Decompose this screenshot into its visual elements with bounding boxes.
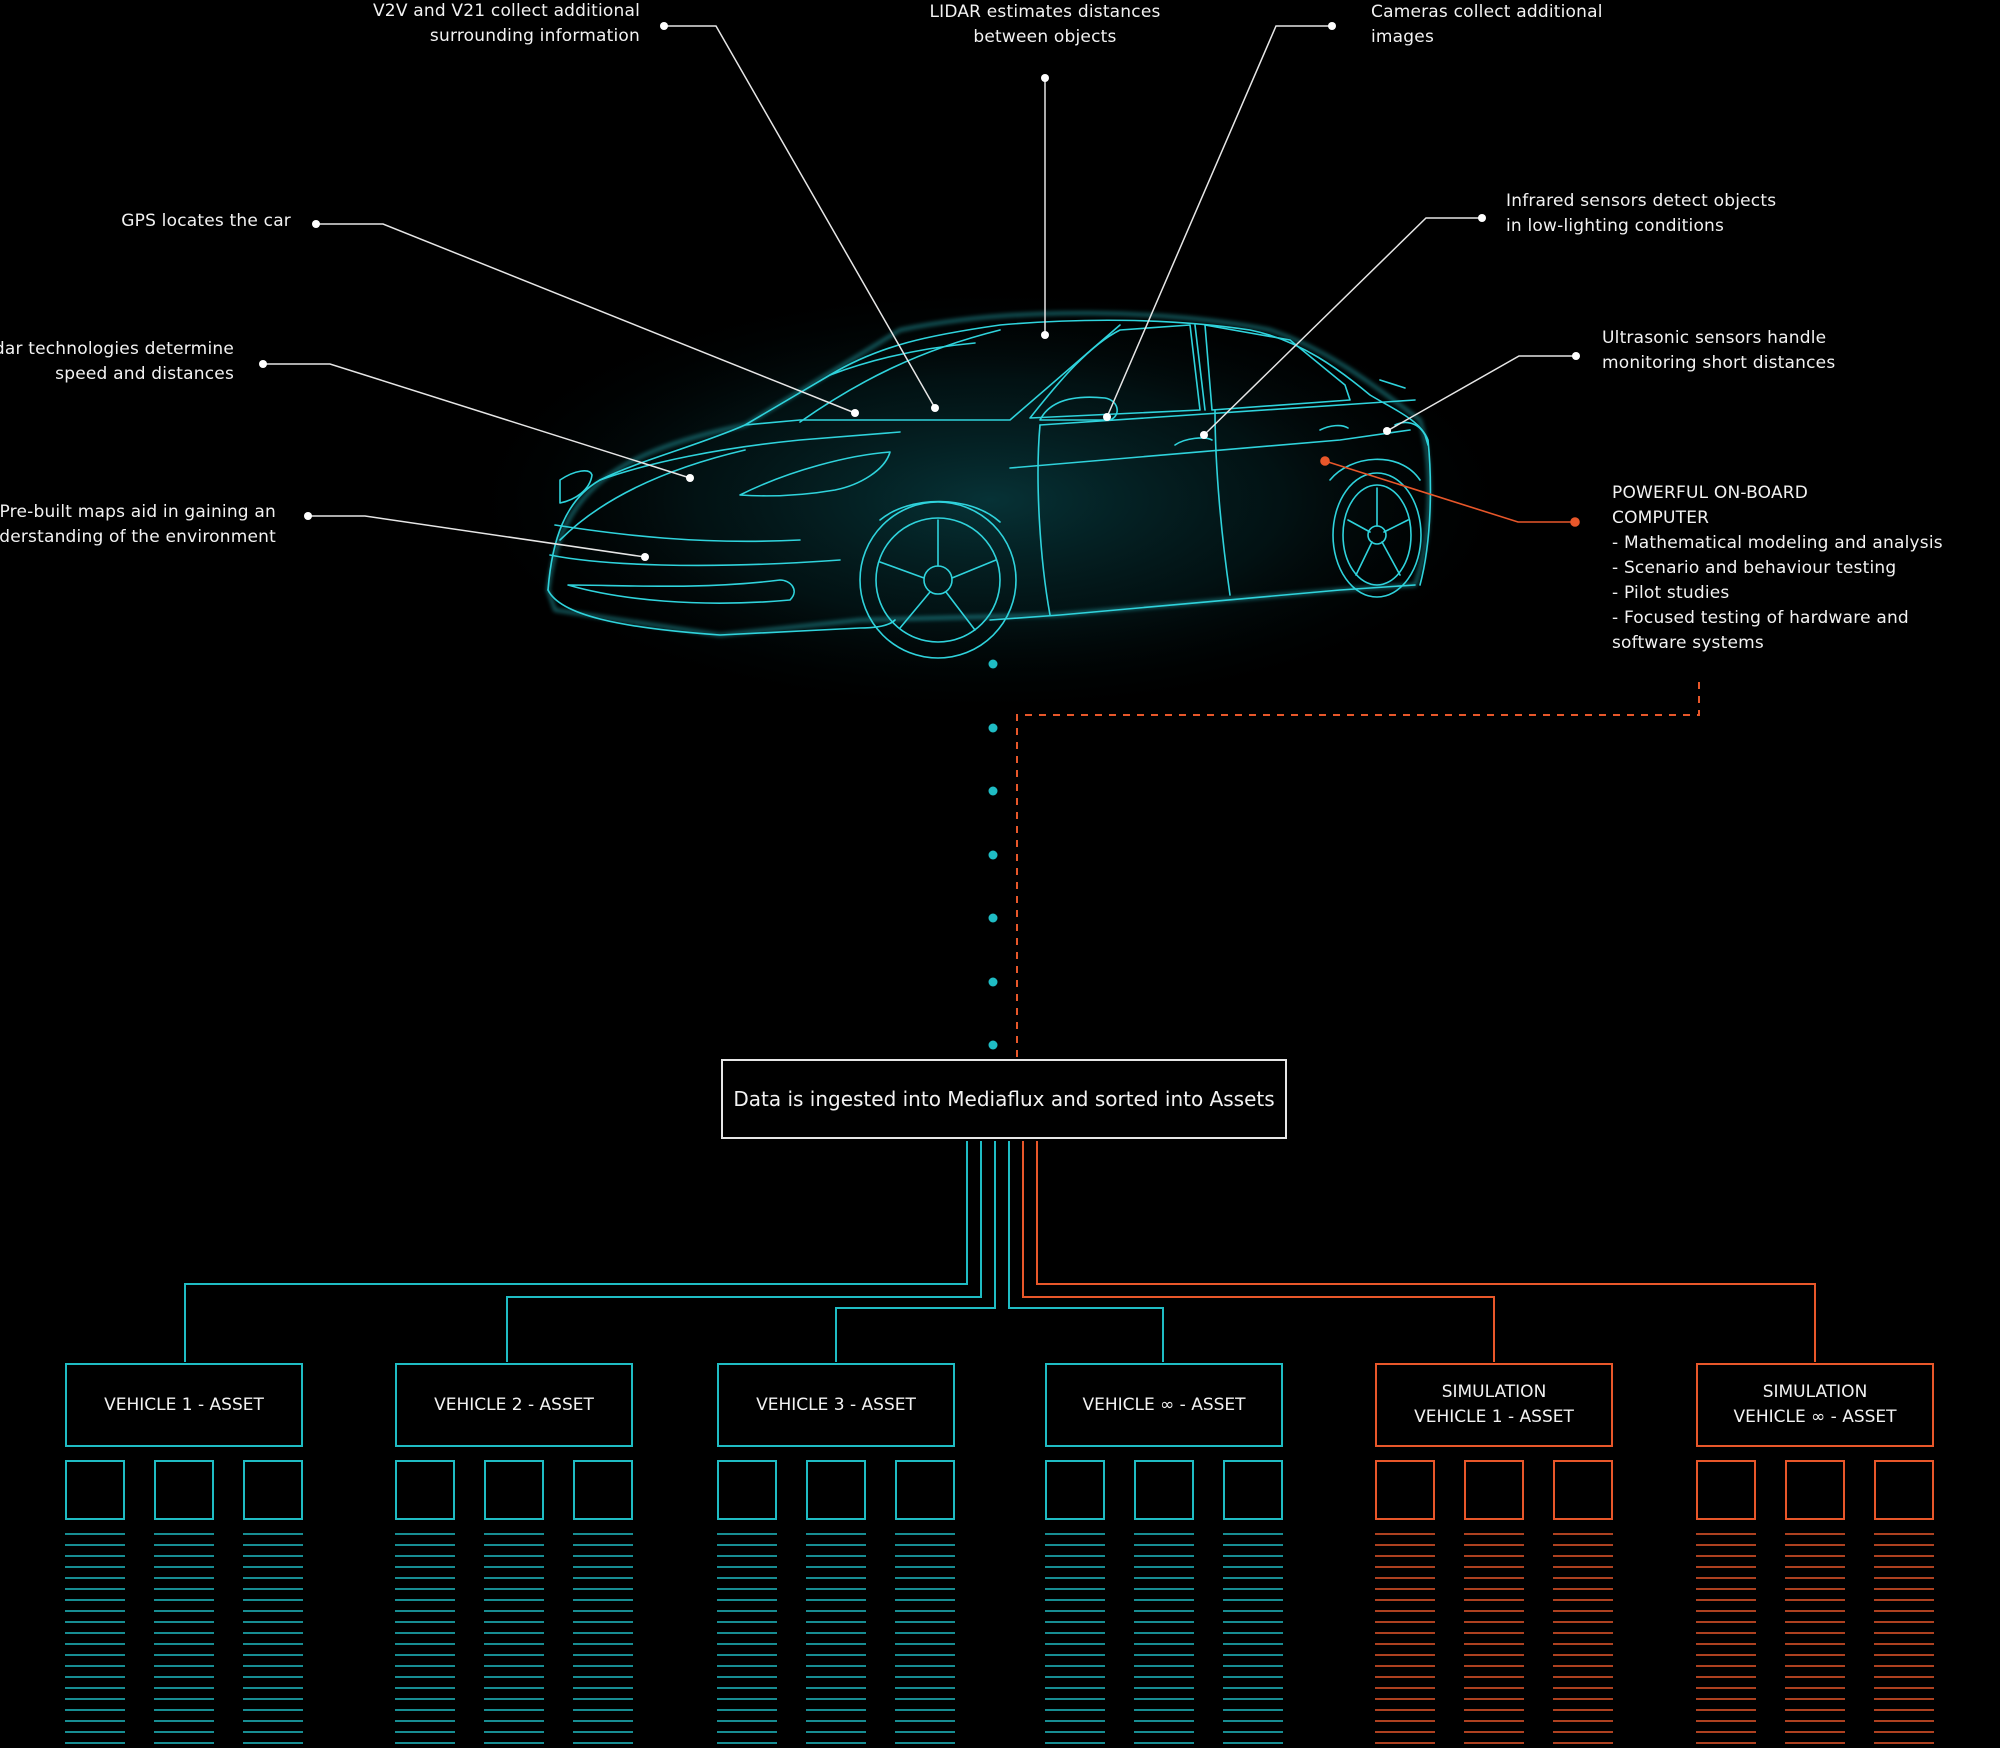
callout-maps-line1: Pre-built maps aid in gaining an	[0, 502, 276, 522]
asset-box-vehicle-3: VEHICLE 3 - ASSET	[717, 1363, 955, 1447]
callout-lidar: LIDAR estimates distances between object…	[895, 0, 1195, 50]
asset-file-square	[1045, 1460, 1105, 1520]
asset-file-square	[1785, 1460, 1845, 1520]
asset-label: VEHICLE 3 - ASSET	[756, 1394, 916, 1415]
asset-connectors	[184, 1141, 1816, 1362]
callout-cameras-line1: Cameras collect additional	[1371, 2, 1603, 22]
asset-label: VEHICLE 1 - ASSET	[104, 1394, 264, 1415]
callout-infrared: Infrared sensors detect objects in low-l…	[1506, 189, 1776, 239]
callout-ultrasonic-line1: Ultrasonic sensors handle	[1602, 328, 1827, 348]
asset-file-square	[395, 1460, 455, 1520]
asset-grids	[65, 1460, 1934, 1744]
asset-box-vehicle-infinity: VEHICLE ∞ - ASSET	[1045, 1363, 1283, 1447]
computer-leader	[1320, 456, 1580, 527]
asset-file-square	[806, 1460, 866, 1520]
asset-file-square	[1553, 1460, 1613, 1520]
callout-gps-line1: GPS locates the car	[121, 211, 291, 231]
asset-label: VEHICLE 1 - ASSET	[1414, 1407, 1574, 1427]
asset-file-square	[1134, 1460, 1194, 1520]
computer-item: - Mathematical modeling and analysis	[1612, 533, 1943, 553]
callout-leaders	[263, 25, 1576, 558]
asset-file-square	[154, 1460, 214, 1520]
computer-item: - Scenario and behaviour testing	[1612, 558, 1897, 578]
callout-ultrasonic: Ultrasonic sensors handle monitoring sho…	[1602, 326, 1835, 376]
callout-cameras-line2: images	[1371, 27, 1435, 47]
asset-file-square	[1696, 1460, 1756, 1520]
callout-lidar-line1: LIDAR estimates distances	[929, 2, 1161, 22]
asset-box-simulation-vehicle-1: SIMULATION VEHICLE 1 - ASSET	[1375, 1363, 1613, 1447]
asset-file-square	[573, 1460, 633, 1520]
asset-label: SIMULATION	[1762, 1382, 1868, 1402]
callout-dots	[259, 22, 1580, 561]
asset-file-square	[243, 1460, 303, 1520]
callout-lidar-line2: between objects	[973, 27, 1117, 47]
callout-v2v-line1: V2V and V21 collect additional	[372, 1, 640, 21]
car-dotted-path	[988, 659, 998, 1050]
asset-label: SIMULATION	[1441, 1382, 1547, 1402]
callout-gps: GPS locates the car	[121, 209, 291, 234]
computer-description: POWERFUL ON-BOARD COMPUTER - Mathematica…	[1612, 481, 1943, 656]
callout-radar-line2: speed and distances	[55, 364, 234, 384]
callout-radar: Radar technologies determine speed and d…	[0, 337, 234, 387]
computer-title-line1: POWERFUL ON-BOARD	[1612, 483, 1809, 503]
computer-dashed-path	[1016, 682, 1700, 1057]
asset-file-square	[1464, 1460, 1524, 1520]
asset-box-vehicle-2: VEHICLE 2 - ASSET	[395, 1363, 633, 1447]
asset-label: VEHICLE ∞ - ASSET	[1733, 1407, 1897, 1427]
asset-file-square	[717, 1460, 777, 1520]
callout-radar-line1: Radar technologies determine	[0, 339, 234, 359]
asset-label: VEHICLE 2 - ASSET	[434, 1394, 594, 1415]
ingest-box: Data is ingested into Mediaflux and sort…	[721, 1059, 1287, 1139]
asset-box-vehicle-1: VEHICLE 1 - ASSET	[65, 1363, 303, 1447]
callout-ultrasonic-line2: monitoring short distances	[1602, 353, 1836, 373]
callout-v2v-line2: surrounding information	[429, 26, 640, 46]
asset-file-square	[1375, 1460, 1435, 1520]
asset-label: VEHICLE ∞ - ASSET	[1082, 1394, 1246, 1415]
computer-title-line2: COMPUTER	[1612, 508, 1710, 528]
asset-box-simulation-vehicle-infinity: SIMULATION VEHICLE ∞ - ASSET	[1696, 1363, 1934, 1447]
asset-file-square	[484, 1460, 544, 1520]
car-glow	[450, 280, 1530, 720]
callout-infrared-line2: in low-lighting conditions	[1506, 216, 1725, 236]
ingest-box-label: Data is ingested into Mediaflux and sort…	[733, 1087, 1275, 1111]
computer-item: - Pilot studies	[1612, 583, 1730, 603]
computer-item: software systems	[1612, 633, 1764, 653]
callout-v2v: V2V and V21 collect additional surroundi…	[373, 0, 640, 49]
callout-cameras: Cameras collect additional images	[1371, 0, 1603, 50]
callout-maps: Pre-built maps aid in gaining an underst…	[0, 500, 276, 550]
asset-file-square	[1874, 1460, 1934, 1520]
computer-item: - Focused testing of hardware and	[1612, 608, 1909, 628]
callout-infrared-line1: Infrared sensors detect objects	[1506, 191, 1777, 211]
asset-file-square	[1223, 1460, 1283, 1520]
asset-file-square	[895, 1460, 955, 1520]
callout-maps-line2: understanding of the environment	[0, 527, 276, 547]
asset-file-square	[65, 1460, 125, 1520]
